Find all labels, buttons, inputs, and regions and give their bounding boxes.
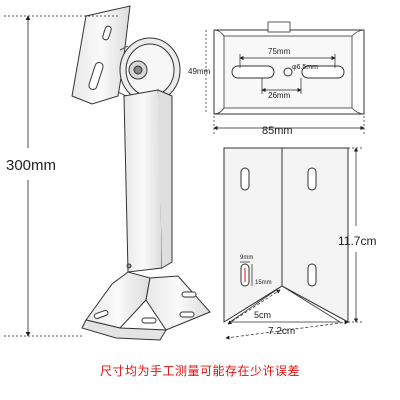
base-width-label: 7.2cm <box>268 326 295 337</box>
hole-spacing-label: 75mm <box>268 47 291 56</box>
slot-width-label: 9mm <box>240 255 253 261</box>
total-height-dimension <box>4 15 120 337</box>
fold-depth-label: 5cm <box>254 310 271 320</box>
base-height-label: 11.7cm <box>338 234 376 248</box>
mounting-plate-view <box>213 21 365 115</box>
base-dimension-lines <box>225 147 362 340</box>
base-front-view <box>223 147 349 323</box>
bracket-perspective <box>71 5 211 341</box>
plate-height-label: 49mm <box>188 67 211 76</box>
total-height-label: 300mm <box>6 157 56 174</box>
plate-dimension-lines <box>205 30 365 134</box>
slot-length-base-label: 15mm <box>255 280 272 286</box>
measurement-disclaimer: 尺寸均为手工测量可能存在少许误差 <box>99 364 300 378</box>
hole-diameter-label: φ6.5mm <box>292 64 318 71</box>
plate-width-label: 85mm <box>262 125 293 137</box>
slot-length-label: 26mm <box>268 91 291 100</box>
